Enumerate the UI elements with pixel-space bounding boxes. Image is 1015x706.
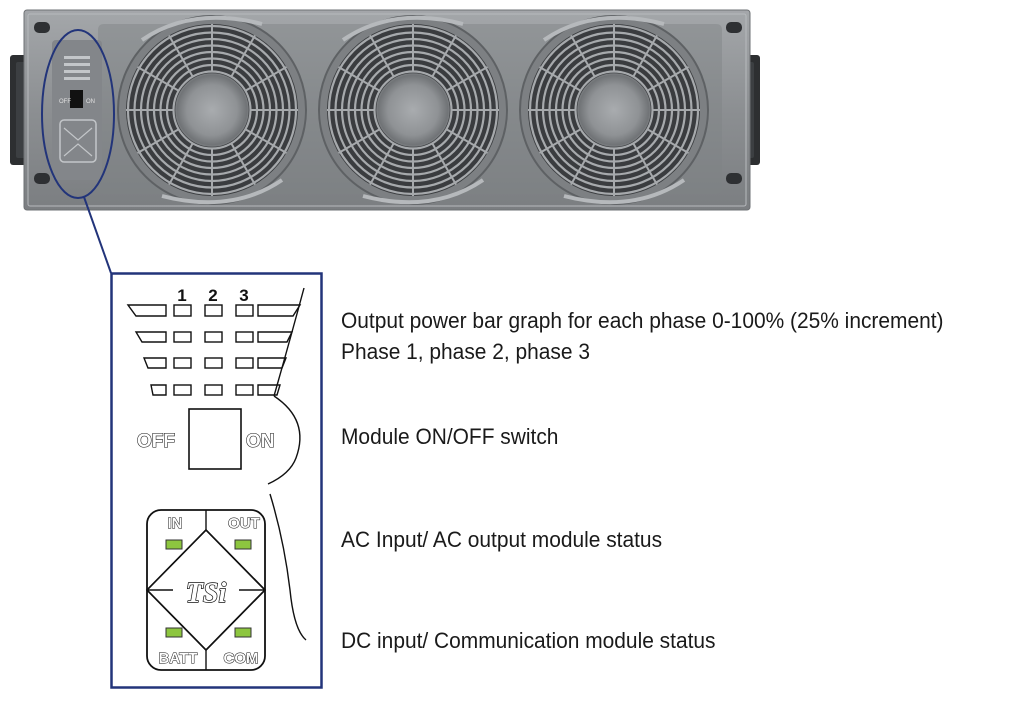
panel-edge-lines bbox=[267, 287, 307, 641]
callout-dc-status-line-1: DC input/ Communication module status bbox=[341, 628, 716, 653]
zoom-highlight bbox=[41, 29, 115, 274]
callout-ac-status-line-1: AC Input/ AC output module status bbox=[341, 527, 663, 552]
fan-3 bbox=[519, 15, 709, 205]
led-ac-output bbox=[234, 539, 252, 550]
on-off-switch bbox=[188, 408, 242, 470]
callout-switch: Module ON/OFF switch bbox=[341, 421, 558, 452]
svg-text:OFF: OFF bbox=[59, 99, 71, 105]
callout-ac-status: AC Input/ AC output module status bbox=[341, 524, 662, 555]
status-label-out: OUT bbox=[228, 515, 260, 532]
led-battery bbox=[165, 627, 183, 638]
tsi-logo: TSi bbox=[186, 578, 227, 609]
led-ac-input bbox=[165, 539, 183, 550]
fan-2 bbox=[318, 15, 508, 205]
led-communication bbox=[234, 627, 252, 638]
bar-graph-leds bbox=[126, 304, 302, 396]
status-label-in: IN bbox=[168, 515, 183, 532]
callout-bar-graph-line-1: Output power bar graph for each phase 0-… bbox=[341, 308, 944, 333]
callout-bar-graph: Output power bar graph for each phase 0-… bbox=[341, 305, 944, 367]
status-cluster: IN OUT BATT COM TSi bbox=[145, 509, 267, 671]
callout-bar-graph-line-2: Phase 1, phase 2, phase 3 bbox=[341, 339, 590, 364]
enlarged-panel: 1 2 3 bbox=[110, 272, 323, 689]
mini-control-panel: OFF ON bbox=[52, 40, 102, 180]
phase-number-2: 2 bbox=[208, 286, 217, 305]
phase-number-3: 3 bbox=[239, 286, 248, 305]
phase-number-1: 1 bbox=[177, 286, 186, 305]
callout-dc-status: DC input/ Communication module status bbox=[341, 625, 715, 656]
fan-1 bbox=[117, 15, 307, 205]
switch-on-label: ON bbox=[246, 431, 275, 452]
fan-array bbox=[117, 15, 709, 205]
mounting-slots bbox=[34, 22, 742, 184]
status-label-batt: BATT bbox=[159, 650, 198, 667]
status-label-com: COM bbox=[224, 650, 259, 667]
switch-off-label: OFF bbox=[137, 431, 175, 452]
callout-switch-line-1: Module ON/OFF switch bbox=[341, 424, 559, 449]
svg-text:ON: ON bbox=[86, 99, 95, 105]
